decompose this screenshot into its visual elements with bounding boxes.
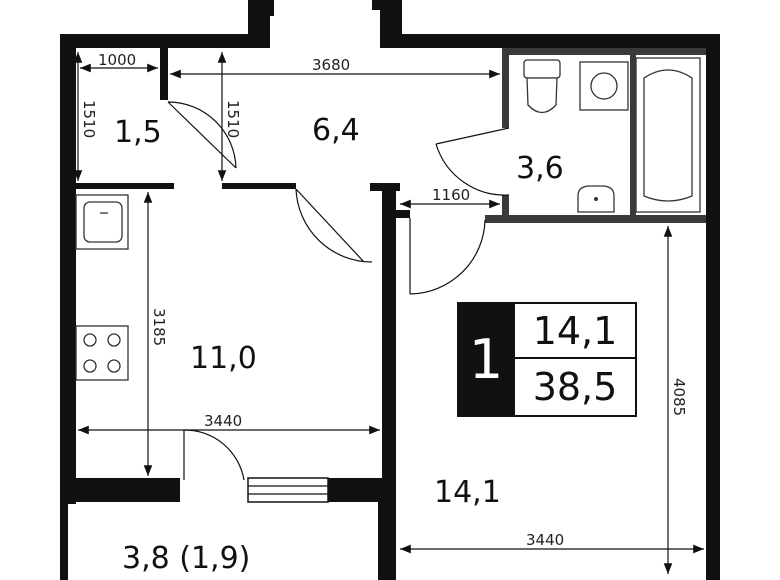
balcony-window <box>247 477 329 503</box>
dim-1160: 1160 <box>432 186 470 204</box>
room-area-hall-small: 1,5 <box>114 115 162 150</box>
living-area-value: 14,1 <box>515 302 637 359</box>
doors <box>167 101 510 481</box>
inner-walls <box>60 48 410 580</box>
washer-fixture <box>579 61 629 111</box>
dim-3185: 3185 <box>150 308 168 346</box>
dim-1510-right: 1510 <box>224 100 242 138</box>
dim-3680: 3680 <box>312 56 350 74</box>
rooms-count: 1 <box>457 302 515 417</box>
room-area-living: 14,1 <box>434 475 501 510</box>
dim-3440-living: 3440 <box>526 531 564 549</box>
dim-1000: 1000 <box>98 51 136 69</box>
room-area-corridor: 6,4 <box>312 113 360 148</box>
room-area-kitchen: 11,0 <box>190 341 257 376</box>
bathroom-walls <box>485 48 706 223</box>
dim-4085: 4085 <box>670 378 688 416</box>
dimension-lines <box>73 51 704 574</box>
kitchen-sink-fixture <box>75 194 129 250</box>
room-area-loggia: 3,8 (1,9) <box>122 541 250 576</box>
bathtub-fixture <box>635 57 701 213</box>
total-area-value: 38,5 <box>515 359 637 417</box>
dim-3440-kitchen: 3440 <box>204 412 242 430</box>
area-summary-badge: 1 14,1 38,5 <box>457 302 637 417</box>
toilet-fixture <box>523 59 561 114</box>
bathroom-sink-fixture <box>577 185 615 213</box>
dim-1510-left: 1510 <box>80 100 98 138</box>
stove-fixture <box>75 325 129 381</box>
room-area-bathroom: 3,6 <box>516 151 564 186</box>
outer-walls <box>60 0 720 580</box>
